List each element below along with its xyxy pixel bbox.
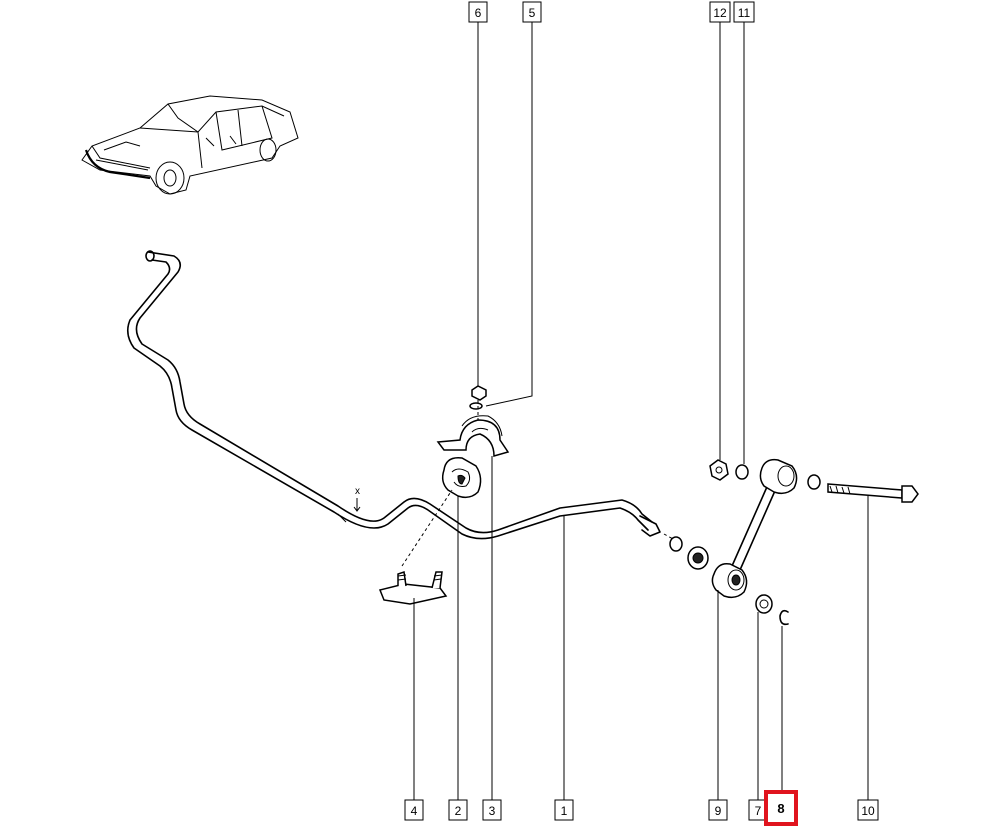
svg-text:12: 12 [713,6,727,20]
callout-3[interactable]: 3 [482,799,502,821]
callout-9[interactable]: 9 [708,799,728,821]
callout-11[interactable]: 11 [733,1,755,23]
bar-clamp [436,415,510,457]
link-rod [731,479,779,571]
link-washer-right [807,474,821,490]
svg-text:6: 6 [475,6,482,20]
svg-text:9: 9 [715,804,722,818]
bar-position-mark: x [337,486,361,523]
callout-1[interactable]: 1 [554,799,574,821]
bar-mark-label: x [355,486,360,497]
callout-2[interactable]: 2 [448,799,468,821]
callout-10[interactable]: 10 [857,799,879,821]
link-washer-7 [755,594,773,614]
svg-text:11: 11 [738,6,751,20]
svg-text:3: 3 [489,804,496,818]
link-bush-lower [711,562,748,599]
callout-8-highlighted[interactable]: 8 [764,790,798,826]
callout-4[interactable]: 4 [404,799,424,821]
callout-6[interactable]: 6 [468,1,488,23]
link-washer-11 [735,464,749,480]
svg-text:8: 8 [777,801,784,816]
link-bush-left [687,546,709,570]
link-circlip-8 [779,609,789,626]
anti-roll-bar [126,250,661,540]
link-bolt-10 [827,483,919,503]
clamp-nut [471,385,487,401]
svg-text:5: 5 [529,6,536,20]
leader-lines [413,22,869,800]
svg-text:10: 10 [861,804,875,818]
svg-text:7: 7 [755,804,762,818]
vehicle-illustration [81,95,299,195]
callout-5[interactable]: 5 [522,1,542,23]
clamp-washer [469,402,483,410]
svg-text:4: 4 [411,804,418,818]
link-washer-left [669,536,683,552]
svg-text:2: 2 [455,804,462,818]
bar-bush [441,457,482,499]
mounting-plate [378,571,448,605]
callout-12[interactable]: 12 [709,1,731,23]
link-nut-12 [709,459,729,481]
svg-text:1: 1 [561,804,568,818]
link-bush-upper [759,458,798,495]
